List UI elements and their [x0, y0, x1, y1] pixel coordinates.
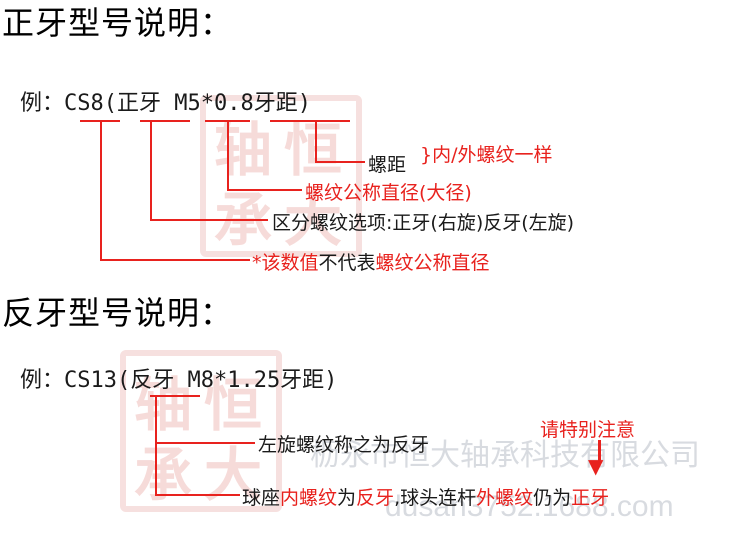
underline-pitch — [270, 120, 350, 122]
bracket-option-h — [150, 219, 268, 221]
bracket-nominal-h — [227, 189, 302, 191]
bracket-code-v — [100, 122, 102, 260]
notice-arrow-shaft — [598, 440, 601, 464]
underline-m5 — [205, 120, 250, 122]
watermark-stamp-bottom: 轴 恒 承 大 — [120, 350, 282, 512]
bracket-pitch-v — [315, 122, 317, 162]
reverse-section-title: 反牙型号说明： — [2, 294, 234, 332]
bottom-note-segment: 正牙 — [571, 487, 610, 509]
notice-label: 请特别注意 — [540, 419, 636, 441]
underline-zhengya — [140, 120, 190, 122]
bottom-note-segment: 反牙 — [356, 487, 395, 509]
bracket-option-v — [150, 122, 152, 220]
bracket-left-h2 — [155, 494, 240, 496]
reverse-example: 例：CS13(反牙 M8*1.25牙距) — [20, 368, 338, 393]
left-hand-thread-label: 左旋螺纹称之为反牙 — [258, 434, 430, 456]
underline-fanya — [150, 395, 200, 397]
down-arrow-icon: ▼ — [588, 454, 604, 478]
bracket-code-h — [100, 259, 250, 261]
bottom-note-segment: 外螺纹 — [476, 487, 534, 509]
forward-section-title: 正牙型号说明： — [2, 4, 234, 42]
pitch-label: 螺距 — [368, 154, 407, 176]
bottom-note: 球座内螺纹为反牙,球头连杆外螺纹仍为正牙 — [242, 483, 609, 510]
bracket-pitch-h — [315, 161, 365, 163]
forward-example: 例：CS8(正牙 M5*0.8牙距) — [20, 91, 311, 116]
watermark-url: dusan3752.1688.com — [385, 490, 674, 523]
bracket-nominal-v — [227, 122, 229, 190]
watermark-company: 枥永市恒大轴承科技有限公司 — [310, 439, 700, 472]
pitch-note: }内/外螺纹一样 — [420, 144, 553, 166]
code-note: *该数值不代表螺纹公称直径 — [252, 248, 490, 275]
bottom-note-segment: 内螺纹 — [280, 487, 338, 509]
bracket-left-v — [155, 397, 157, 495]
bottom-note-segment: 仍为 — [533, 487, 572, 509]
bracket-left-h1 — [155, 442, 255, 444]
thread-option-label: 区分螺纹选项:正牙(右旋)反牙(左旋) — [272, 212, 575, 234]
code-note-black: 不代表 — [318, 252, 376, 274]
nominal-diameter-label: 螺纹公称直径(大径) — [305, 182, 472, 204]
code-note-red2: 螺纹公称直径 — [375, 252, 490, 274]
bottom-note-segment: 为 — [337, 487, 357, 509]
code-note-red: *该数值 — [252, 252, 319, 274]
bottom-note-segment: 球座 — [242, 487, 281, 509]
underline-cs — [80, 120, 120, 122]
bottom-note-segment: ,球头连杆 — [394, 487, 477, 509]
watermark-stamp-top: 轴 恒 承 大 — [200, 95, 362, 257]
